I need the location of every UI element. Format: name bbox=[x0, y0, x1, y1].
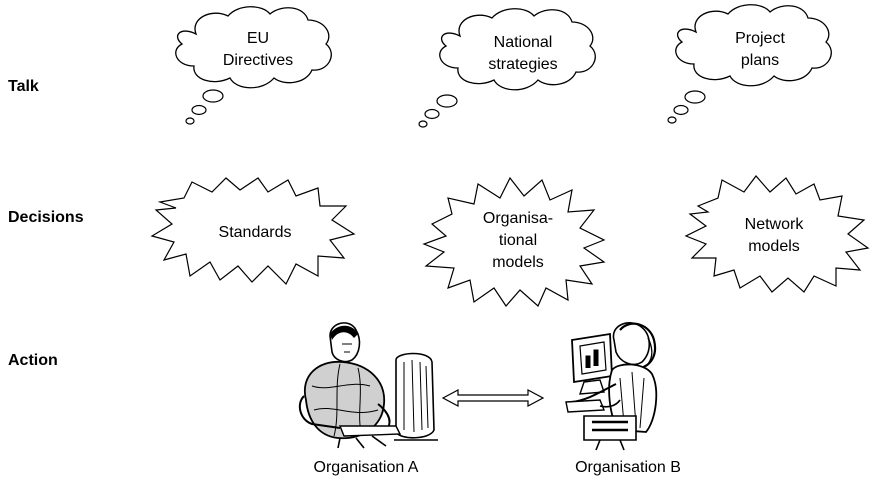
burst-label-network-models: Network models bbox=[724, 214, 824, 258]
cloud-label-national-strategies: National strategies bbox=[468, 32, 578, 76]
burst-label-organisational-models: Organisa- tional models bbox=[468, 208, 568, 274]
cloud-label-line: Project bbox=[735, 30, 785, 47]
row-label-decisions: Decisions bbox=[8, 209, 84, 226]
row-label-action: Action bbox=[8, 352, 58, 369]
cloud-label-project-plans: Project plans bbox=[710, 28, 810, 72]
cloud-label-line: strategies bbox=[488, 56, 558, 73]
burst-label-line: Organisa- bbox=[482, 210, 554, 227]
burst-label-line: models bbox=[492, 254, 544, 271]
person-at-computer-icon bbox=[298, 322, 438, 449]
burst-label-line: Network bbox=[744, 216, 804, 233]
burst-label-line: tional bbox=[498, 232, 538, 249]
double-headed-arrow-icon bbox=[441, 389, 545, 407]
burst-label-standards: Standards bbox=[200, 222, 310, 244]
cloud-label-line: EU bbox=[246, 30, 270, 47]
thought-cloud-eu-directives bbox=[175, 6, 332, 125]
thought-cloud-national-strategies bbox=[418, 8, 596, 128]
burst-label-line: models bbox=[748, 238, 800, 255]
row-label-talk: Talk bbox=[8, 78, 39, 95]
burst-network-models bbox=[684, 175, 870, 293]
burst-standards bbox=[150, 177, 356, 286]
organisation-b-label: Organisation B bbox=[575, 459, 681, 476]
cloud-label-line: Directives bbox=[222, 52, 294, 69]
burst-organisational-models bbox=[422, 176, 606, 307]
cloud-label-eu-directives: EU Directives bbox=[208, 28, 308, 72]
cloud-label-line: plans bbox=[740, 52, 780, 69]
burst-label-line: Standards bbox=[218, 224, 292, 241]
thought-cloud-project-plans bbox=[667, 4, 832, 124]
organisation-a-label: Organisation A bbox=[313, 459, 419, 476]
cloud-label-line: National bbox=[493, 34, 553, 51]
person-at-computer-icon bbox=[565, 322, 658, 451]
